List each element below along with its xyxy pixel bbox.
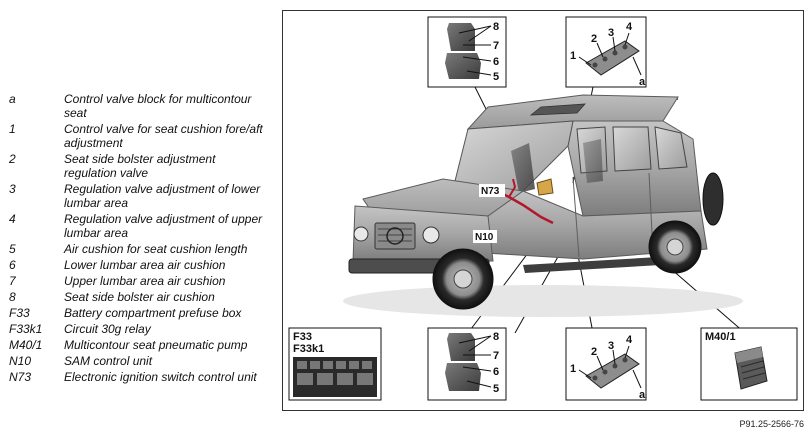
legend-key: 3 bbox=[9, 182, 16, 196]
legend-row-8: 8 Seat side bolster air cushion bbox=[9, 290, 271, 304]
inset-seat-top: 8 7 6 5 bbox=[427, 16, 507, 88]
m40-1-label: M40/1 bbox=[705, 331, 736, 343]
callout-2: 2 bbox=[591, 33, 597, 45]
legend-key: 2 bbox=[9, 152, 16, 166]
legend-row-m40-1: M40/1 Multicontour seat pneumatic pump bbox=[9, 338, 271, 352]
legend-desc: Control valve block for multicontour sea… bbox=[64, 92, 252, 120]
legend-row-a: a Control valve block for multicontour s… bbox=[9, 92, 271, 120]
legend-key: F33 bbox=[9, 306, 30, 320]
callout-7: 7 bbox=[493, 40, 499, 52]
legend-key: N73 bbox=[9, 370, 32, 384]
inset-f33: F33 F33k1 bbox=[288, 327, 382, 401]
callout-1-bottom: 1 bbox=[570, 363, 576, 375]
vehicle-figure: N73 N10 8 7 6 5 bbox=[282, 10, 804, 411]
inset-valve-bottom: 1 2 3 4 a bbox=[565, 327, 647, 401]
legend-key: 4 bbox=[9, 212, 16, 226]
callout-2-bottom: 2 bbox=[591, 346, 597, 358]
legend-desc: Regulation valve adjustment of upper lum… bbox=[64, 212, 263, 240]
star-emblem-icon bbox=[386, 227, 404, 245]
callout-a: a bbox=[639, 76, 646, 88]
legend-row-2: 2 Seat side bolster adjustment regulatio… bbox=[9, 152, 271, 180]
callout-6: 6 bbox=[493, 56, 499, 68]
legend-key: F33k1 bbox=[9, 322, 43, 336]
legend-row-7: 7 Upper lumbar area air cushion bbox=[9, 274, 271, 288]
legend-key: 6 bbox=[9, 258, 16, 272]
callout-a-bottom: a bbox=[639, 389, 646, 401]
legend-key: 1 bbox=[9, 122, 16, 136]
callout-8-bottom: 8 bbox=[493, 331, 499, 343]
legend-row-n10: N10 SAM control unit bbox=[9, 354, 271, 368]
legend-row-4: 4 Regulation valve adjustment of upper l… bbox=[9, 212, 271, 240]
f33k1-label: F33k1 bbox=[293, 343, 324, 355]
legend-desc: Circuit 30g relay bbox=[64, 322, 151, 336]
legend-row-6: 6 Lower lumbar area air cushion bbox=[9, 258, 271, 272]
callout-4-bottom: 4 bbox=[626, 334, 633, 346]
legend-desc: Battery compartment prefuse box bbox=[64, 306, 242, 320]
legend-row-3: 3 Regulation valve adjustment of lower l… bbox=[9, 182, 271, 210]
legend-key: 7 bbox=[9, 274, 16, 288]
legend-row-n73: N73 Electronic ignition switch control u… bbox=[9, 370, 271, 384]
legend-desc: Upper lumbar area air cushion bbox=[64, 274, 226, 288]
legend-desc: Multicontour seat pneumatic pump bbox=[64, 338, 248, 352]
legend-key: 5 bbox=[9, 242, 16, 256]
legend-row-f33k1: F33k1 Circuit 30g relay bbox=[9, 322, 271, 336]
callout-4: 4 bbox=[626, 21, 633, 33]
legend-row-1: 1 Control valve for seat cushion fore/af… bbox=[9, 122, 271, 150]
vehicle-illustration bbox=[343, 94, 743, 317]
callout-5: 5 bbox=[493, 71, 499, 83]
legend-desc: Control valve for seat cushion fore/aft … bbox=[64, 122, 263, 150]
f33-label: F33 bbox=[293, 331, 312, 343]
legend-desc: Regulation valve adjustment of lower lum… bbox=[64, 182, 261, 210]
legend-desc: SAM control unit bbox=[64, 354, 153, 368]
legend: a Control valve block for multicontour s… bbox=[9, 92, 271, 386]
callout-7-bottom: 7 bbox=[493, 350, 499, 362]
legend-row-5: 5 Air cushion for seat cushion length bbox=[9, 242, 271, 256]
callout-5-bottom: 5 bbox=[493, 383, 499, 395]
vehicle-figure-svg: N73 N10 8 7 6 5 bbox=[288, 16, 798, 401]
legend-row-f33: F33 Battery compartment prefuse box bbox=[9, 306, 271, 320]
inset-m40-1: M40/1 bbox=[700, 327, 798, 401]
callout-3: 3 bbox=[608, 27, 614, 39]
legend-desc: Electronic ignition switch control unit bbox=[64, 370, 257, 384]
legend-key: 8 bbox=[9, 290, 16, 304]
tag-n73: N73 bbox=[479, 184, 505, 197]
callout-6-bottom: 6 bbox=[493, 366, 499, 378]
inset-seat-bottom: 8 7 6 5 bbox=[427, 327, 507, 401]
callout-3-bottom: 3 bbox=[608, 340, 614, 352]
callout-1: 1 bbox=[570, 50, 576, 62]
inset-valve-top: 1 2 3 4 a bbox=[565, 16, 647, 88]
n73-label: N73 bbox=[481, 186, 500, 197]
legend-desc: Seat side bolster adjustment regulation … bbox=[64, 152, 216, 180]
legend-desc: Air cushion for seat cushion length bbox=[64, 242, 248, 256]
n10-label: N10 bbox=[475, 232, 494, 243]
legend-key: a bbox=[9, 92, 16, 106]
legend-key: M40/1 bbox=[9, 338, 43, 352]
legend-desc: Seat side bolster air cushion bbox=[64, 290, 215, 304]
callout-8: 8 bbox=[493, 21, 499, 33]
legend-key: N10 bbox=[9, 354, 32, 368]
figure-reference: P91.25-2566-76 bbox=[739, 419, 804, 429]
tag-n10: N10 bbox=[473, 230, 497, 243]
legend-desc: Lower lumbar area air cushion bbox=[64, 258, 226, 272]
